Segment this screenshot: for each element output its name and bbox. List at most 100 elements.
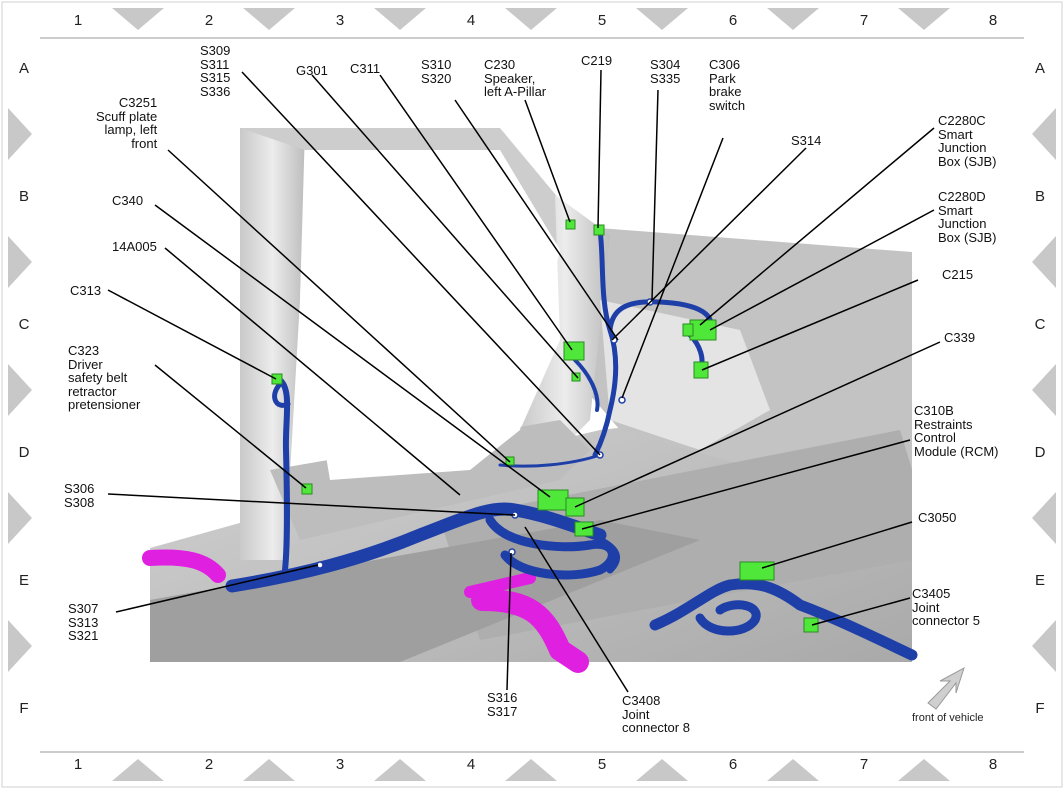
leader-s310 <box>454 99 619 341</box>
grid-marker-top <box>374 8 426 30</box>
grid-marker-bottom <box>112 759 164 781</box>
grid-col-bottom-8: 8 <box>988 756 998 773</box>
grid-row-left-c: C <box>18 316 30 333</box>
magenta-harness <box>142 549 589 673</box>
grid-marker-left <box>8 108 32 160</box>
grid-row-left-b: B <box>18 188 29 205</box>
callout-c215: C215 <box>942 267 974 282</box>
leader-s309 <box>241 71 601 456</box>
grid-row-right-b: B <box>1034 188 1045 205</box>
grid-col-bottom-4: 4 <box>466 756 476 773</box>
floor-harness-right <box>649 578 918 661</box>
leader-s314 <box>611 147 807 341</box>
connector-s310-s320 <box>563 341 585 361</box>
connector-c3050 <box>739 561 775 581</box>
grid-marker-right <box>1032 236 1056 288</box>
b-pillar-area <box>270 420 590 540</box>
a-pillar-dash-run <box>498 453 602 468</box>
c311-harness <box>573 358 600 412</box>
grid-row-right-e: E <box>1034 572 1045 589</box>
grid-marker-top <box>112 8 164 30</box>
grid-marker-bottom <box>898 759 950 781</box>
leader-c3405 <box>811 597 911 626</box>
grid-marker-bottom <box>374 759 426 781</box>
grid-row-left-f: F <box>19 700 29 717</box>
grid-col-bottom-2: 2 <box>204 756 214 773</box>
connector-c215 <box>693 361 709 379</box>
grid-col-top-3: 3 <box>335 12 345 29</box>
leader-c313 <box>107 289 277 380</box>
leader-c2280c <box>699 127 935 326</box>
leader-c230 <box>524 99 571 223</box>
leader-c3050 <box>761 521 913 569</box>
grid-marker-top <box>898 8 950 30</box>
grid-col-top-6: 6 <box>728 12 738 29</box>
callout-s314: S314 <box>791 133 822 148</box>
grid-marker-bottom <box>243 759 295 781</box>
leader-c3408 <box>524 526 629 693</box>
grid-col-bottom-3: 3 <box>335 756 345 773</box>
connector-c2280c-body <box>682 323 694 337</box>
magenta-harness-floor <box>471 589 589 673</box>
grid-marker-bottom <box>636 759 688 781</box>
grid-row-left-d: D <box>18 444 30 461</box>
callout-c340: C340 <box>112 193 144 208</box>
grid-col-bottom-1: 1 <box>73 756 83 773</box>
leader-c3251 <box>167 149 511 463</box>
grid-row-right-c: C <box>1034 316 1046 333</box>
grid-marker-left <box>8 364 32 416</box>
front-of-vehicle-caption: front of vehicle <box>912 712 984 724</box>
callout-14a005: 14A005 <box>112 239 157 254</box>
callout-c3050: C3050 <box>918 510 957 525</box>
grid-markers <box>8 8 1056 781</box>
magenta-harness-stub <box>464 572 536 598</box>
grid-marker-top <box>767 8 819 30</box>
grid-col-bottom-6: 6 <box>728 756 738 773</box>
grid-col-top-5: 5 <box>597 12 607 29</box>
grid-marker-top <box>505 8 557 30</box>
floor-harness-loop <box>695 600 761 636</box>
connector-c311 <box>571 372 581 382</box>
callout-c313: C313 <box>70 283 102 298</box>
grid-col-bottom-5: 5 <box>597 756 607 773</box>
grid-marker-right <box>1032 492 1056 544</box>
connectors <box>271 219 819 633</box>
grid-marker-right <box>1032 108 1056 160</box>
roof-rail <box>240 128 600 250</box>
callout-g301: G301 <box>296 63 328 78</box>
connector-c230 <box>565 219 576 230</box>
grid-marker-right <box>1032 364 1056 416</box>
grid-col-top-7: 7 <box>859 12 869 29</box>
splice-marker <box>508 548 516 556</box>
grid-col-bottom-7: 7 <box>859 756 869 773</box>
grid-marker-left <box>8 492 32 544</box>
leader-c339 <box>574 341 941 508</box>
leader-s306 <box>107 493 516 516</box>
leader-c2280d <box>709 209 935 331</box>
leader-c215 <box>701 279 919 371</box>
grid-marker-right <box>1032 620 1056 672</box>
leader-c340 <box>154 204 551 498</box>
floor-harness-mid <box>596 536 620 574</box>
leader-s307 <box>115 564 319 613</box>
leader-c219 <box>597 69 602 229</box>
grid-row-left-a: A <box>18 60 29 77</box>
grid-row-right-d: D <box>1034 444 1046 461</box>
grid-col-top-1: 1 <box>73 12 83 29</box>
leader-s316 <box>506 552 512 691</box>
magenta-harness-left <box>142 549 226 583</box>
leader-c311 <box>379 74 573 351</box>
leader-c310b <box>581 439 911 530</box>
